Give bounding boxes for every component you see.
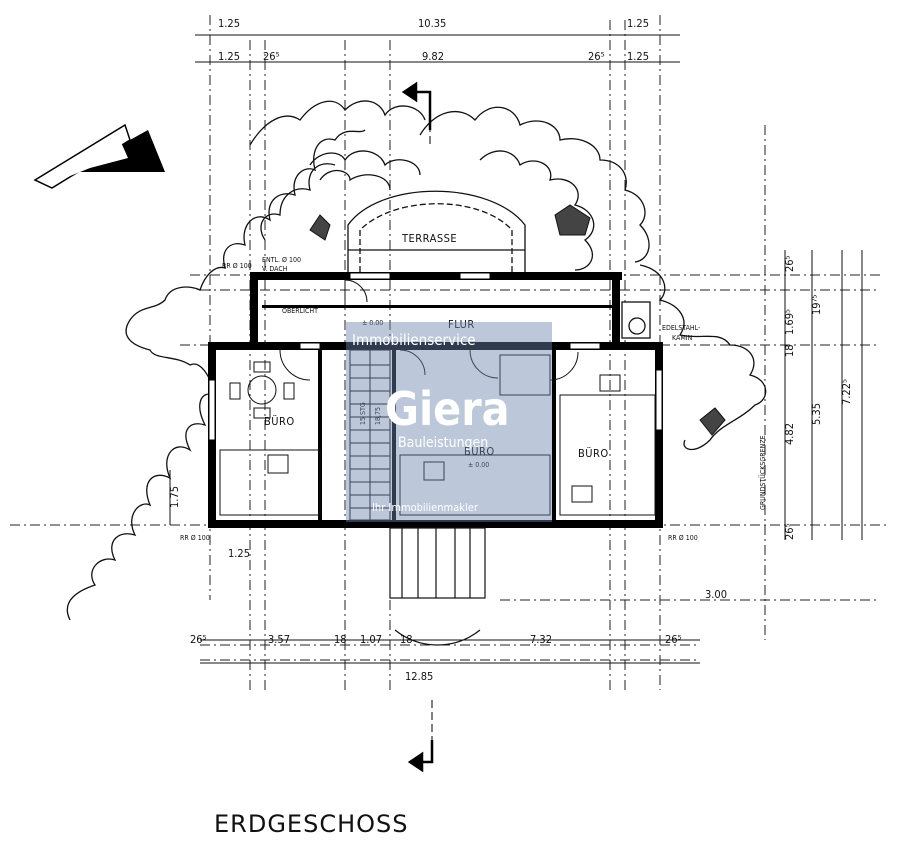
watermark-brand: Giera: [385, 382, 510, 436]
door-swings: [279, 279, 579, 381]
watermark-line2: Bauleistungen: [398, 435, 488, 451]
section-arrow-bottom-icon: [407, 700, 434, 773]
dimension-lines: [169, 34, 863, 664]
level-hall: ± 0.00: [362, 319, 383, 327]
dim-right-b: 1.69⁵: [783, 309, 796, 335]
stairs-size: 18,75: [374, 407, 382, 425]
dim-bottom-g: 26⁵: [665, 633, 682, 646]
dim-left-a: 1.75: [168, 486, 181, 508]
room-label-hall: FLUR: [448, 318, 475, 331]
dim-top-row2-left-b: 26⁵: [263, 50, 280, 63]
dim-right-a: 26⁵: [783, 255, 796, 272]
dim-right-c: 19⁷⁵: [810, 294, 823, 315]
dim-bottom-left-small: 1.25: [228, 547, 250, 560]
room-label-skylight: OBERLICHT: [282, 307, 318, 315]
windows: [208, 272, 663, 441]
stairs-count: 15 STG: [359, 402, 367, 425]
room-label-office-right: BÜRO: [578, 447, 609, 460]
chimney-label-line2: KAMIN: [672, 334, 693, 342]
dim-right-h: 26⁵: [783, 523, 796, 540]
tree-hatch: [309, 204, 726, 436]
chimney-icon: [621, 301, 651, 339]
note-rr-bottom-right: RR Ø 100: [668, 534, 698, 542]
dim-top-row1-right: 1.25: [627, 17, 649, 30]
dim-right-d: 18: [783, 344, 796, 357]
page-title: ERDGESCHOSS: [214, 810, 408, 838]
dim-top-row1-center: 10.35: [418, 17, 446, 30]
furniture: [219, 354, 656, 516]
dim-bottom-a: 26⁵: [190, 633, 207, 646]
watermark: Immobilienservice Giera Bauleistungen Ih…: [346, 322, 552, 522]
note-vdach: V. DACH: [262, 265, 288, 273]
north-arrow-icon: [33, 123, 165, 189]
dim-bottom-offset: 3.00: [705, 588, 727, 601]
vegetation-outline: [66, 100, 767, 621]
dim-top-row2-left-a: 1.25: [218, 50, 240, 63]
dim-right-g: 7.22⁵: [840, 379, 853, 405]
stairs: [349, 349, 391, 521]
dim-bottom-total: 12.85: [405, 670, 433, 683]
dim-bottom-f: 7.32: [530, 633, 552, 646]
watermark-line1: Immobilienservice: [352, 331, 476, 349]
dim-bottom-c: 18: [334, 633, 347, 646]
dim-top-row2-right-b: 1.25: [627, 50, 649, 63]
chimney-label-line1: EDELSTAHL-: [662, 324, 700, 332]
watermark-line3: Ihr Immobilienmakler: [372, 501, 479, 514]
dim-bottom-d: 1.07: [360, 633, 382, 646]
entrance-steps: [389, 527, 486, 646]
property-line-label: GRUNDSTÜCKSGRENZE: [758, 435, 767, 510]
dim-top-row1-left: 1.25: [218, 17, 240, 30]
terrace-outline: [347, 190, 526, 278]
dim-bottom-b: 3.57: [268, 633, 290, 646]
note-rr-top: RR Ø 100: [222, 262, 252, 270]
dim-bottom-e: 18: [400, 633, 413, 646]
room-label-office-center: BÜRO: [464, 445, 495, 458]
dim-right-e: 4.82: [783, 423, 796, 445]
dim-top-row2-right-a: 26⁵: [588, 50, 605, 63]
level-office-center: ± 0.00: [468, 461, 489, 469]
note-entl: ENTL. Ø 100: [262, 256, 301, 264]
dim-top-row2-center: 9.82: [422, 50, 444, 63]
note-rr-bottom-left: RR Ø 100: [180, 534, 210, 542]
room-label-office-left: BÜRO: [264, 415, 295, 428]
room-label-terrace: TERRASSE: [401, 232, 457, 245]
section-arrow-top-icon: [401, 81, 432, 145]
dim-right-f: 5.35: [810, 403, 823, 425]
